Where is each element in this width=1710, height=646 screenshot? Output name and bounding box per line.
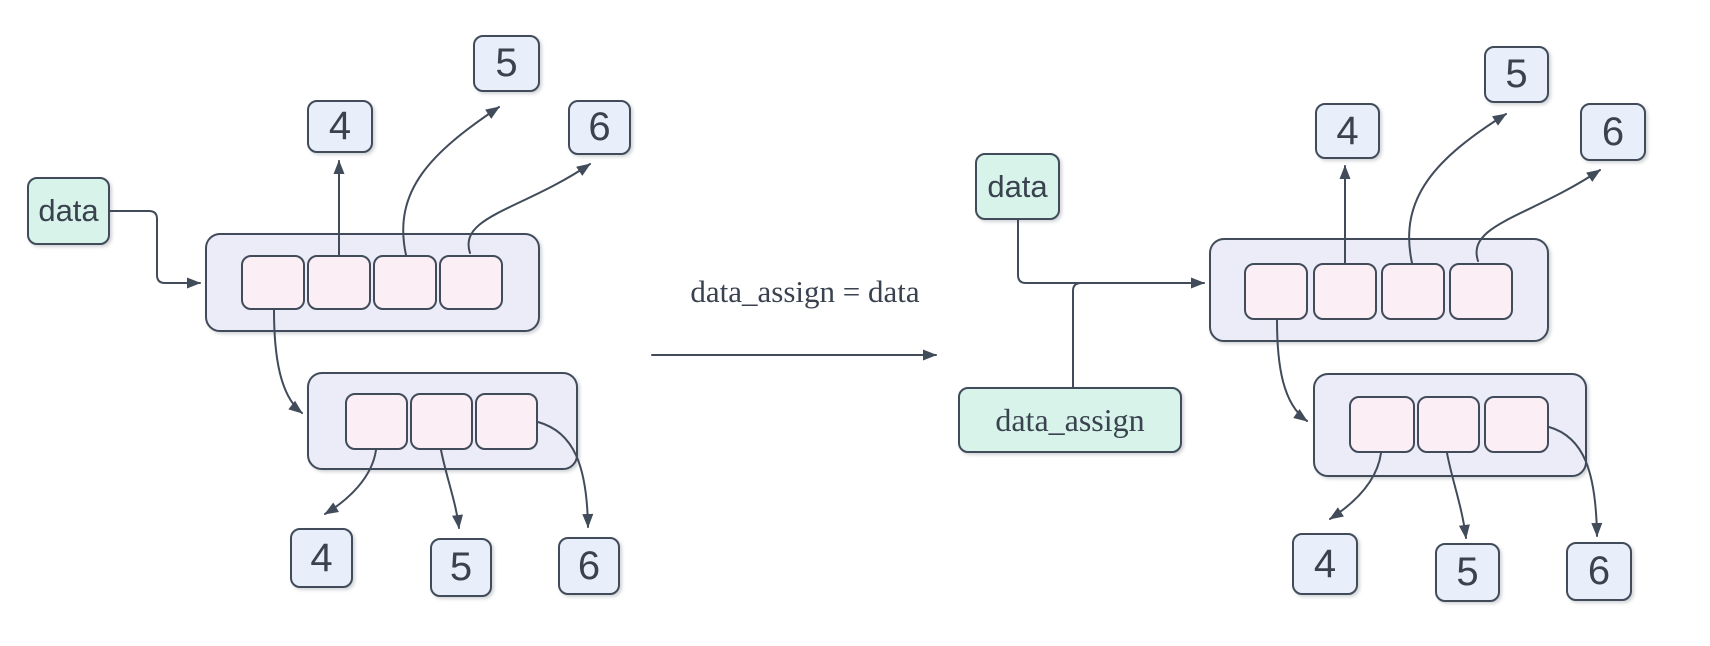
left-bottom-value-5: 5 (449, 545, 473, 589)
right-variable-box-data: data (975, 153, 1060, 220)
left-nested-list-cell-0 (345, 393, 408, 450)
right-variable-label: data (987, 168, 1048, 204)
right-top-value-box-4: 4 (1315, 103, 1380, 159)
right-nested-list-cell-1 (1417, 396, 1480, 453)
right-bottom-value-6: 6 (1587, 549, 1611, 593)
right-bottom-value-4: 4 (1313, 541, 1337, 586)
left-nested-list-cell-2 (475, 393, 538, 450)
right-outer-list-cell-2 (1381, 263, 1445, 320)
edge-right-data-assign-junction (1072, 282, 1101, 388)
left-bottom-value-box-5: 5 (430, 538, 492, 597)
right-top-value-4: 4 (1336, 108, 1359, 153)
left-top-value-4: 4 (328, 104, 352, 148)
left-bottom-value-box-6: 6 (558, 537, 620, 595)
left-bottom-value-4: 4 (310, 535, 333, 580)
left-outer-list-cell-3 (439, 255, 503, 310)
left-bottom-value-6: 6 (577, 543, 601, 588)
right-top-value-box-6: 6 (1580, 103, 1646, 161)
right-variable-box-data-assign: data_assign (958, 387, 1182, 453)
right-outer-list-cell-3 (1449, 263, 1513, 320)
right-outer-list-cell-0 (1244, 263, 1308, 320)
left-top-value-box-6: 6 (568, 100, 631, 155)
right-nested-list-cell-0 (1349, 396, 1415, 453)
left-top-value-box-5: 5 (473, 35, 540, 92)
right-assign-variable-label: data_assign (995, 401, 1145, 438)
left-top-value-5: 5 (495, 41, 518, 85)
right-bottom-value-box-6: 6 (1566, 542, 1632, 601)
right-bottom-value-box-5: 5 (1435, 543, 1500, 602)
left-top-value-6: 6 (588, 105, 611, 149)
right-nested-list-cell-2 (1484, 396, 1549, 453)
left-bottom-value-box-4: 4 (290, 528, 353, 588)
left-outer-list-cell-2 (373, 255, 437, 310)
left-outer-list-cell-0 (241, 255, 305, 310)
right-top-value-6: 6 (1601, 109, 1625, 154)
transition-label: data_assign = data (690, 274, 920, 309)
left-nested-list-cell-1 (410, 393, 473, 450)
edge-right-data-to-outer-list (1017, 219, 1205, 289)
left-variable-label: data (38, 193, 99, 228)
right-outer-list-cell-1 (1313, 263, 1377, 320)
left-outer-list-cell-1 (307, 255, 371, 310)
edge-left-data-to-outer-list (109, 210, 201, 289)
right-top-value-5: 5 (1505, 52, 1528, 96)
left-variable-box-data: data (27, 177, 110, 245)
left-top-value-box-4: 4 (307, 100, 373, 153)
right-bottom-value-box-4: 4 (1292, 533, 1358, 595)
right-bottom-value-5: 5 (1456, 550, 1479, 594)
right-top-value-box-5: 5 (1484, 46, 1549, 103)
